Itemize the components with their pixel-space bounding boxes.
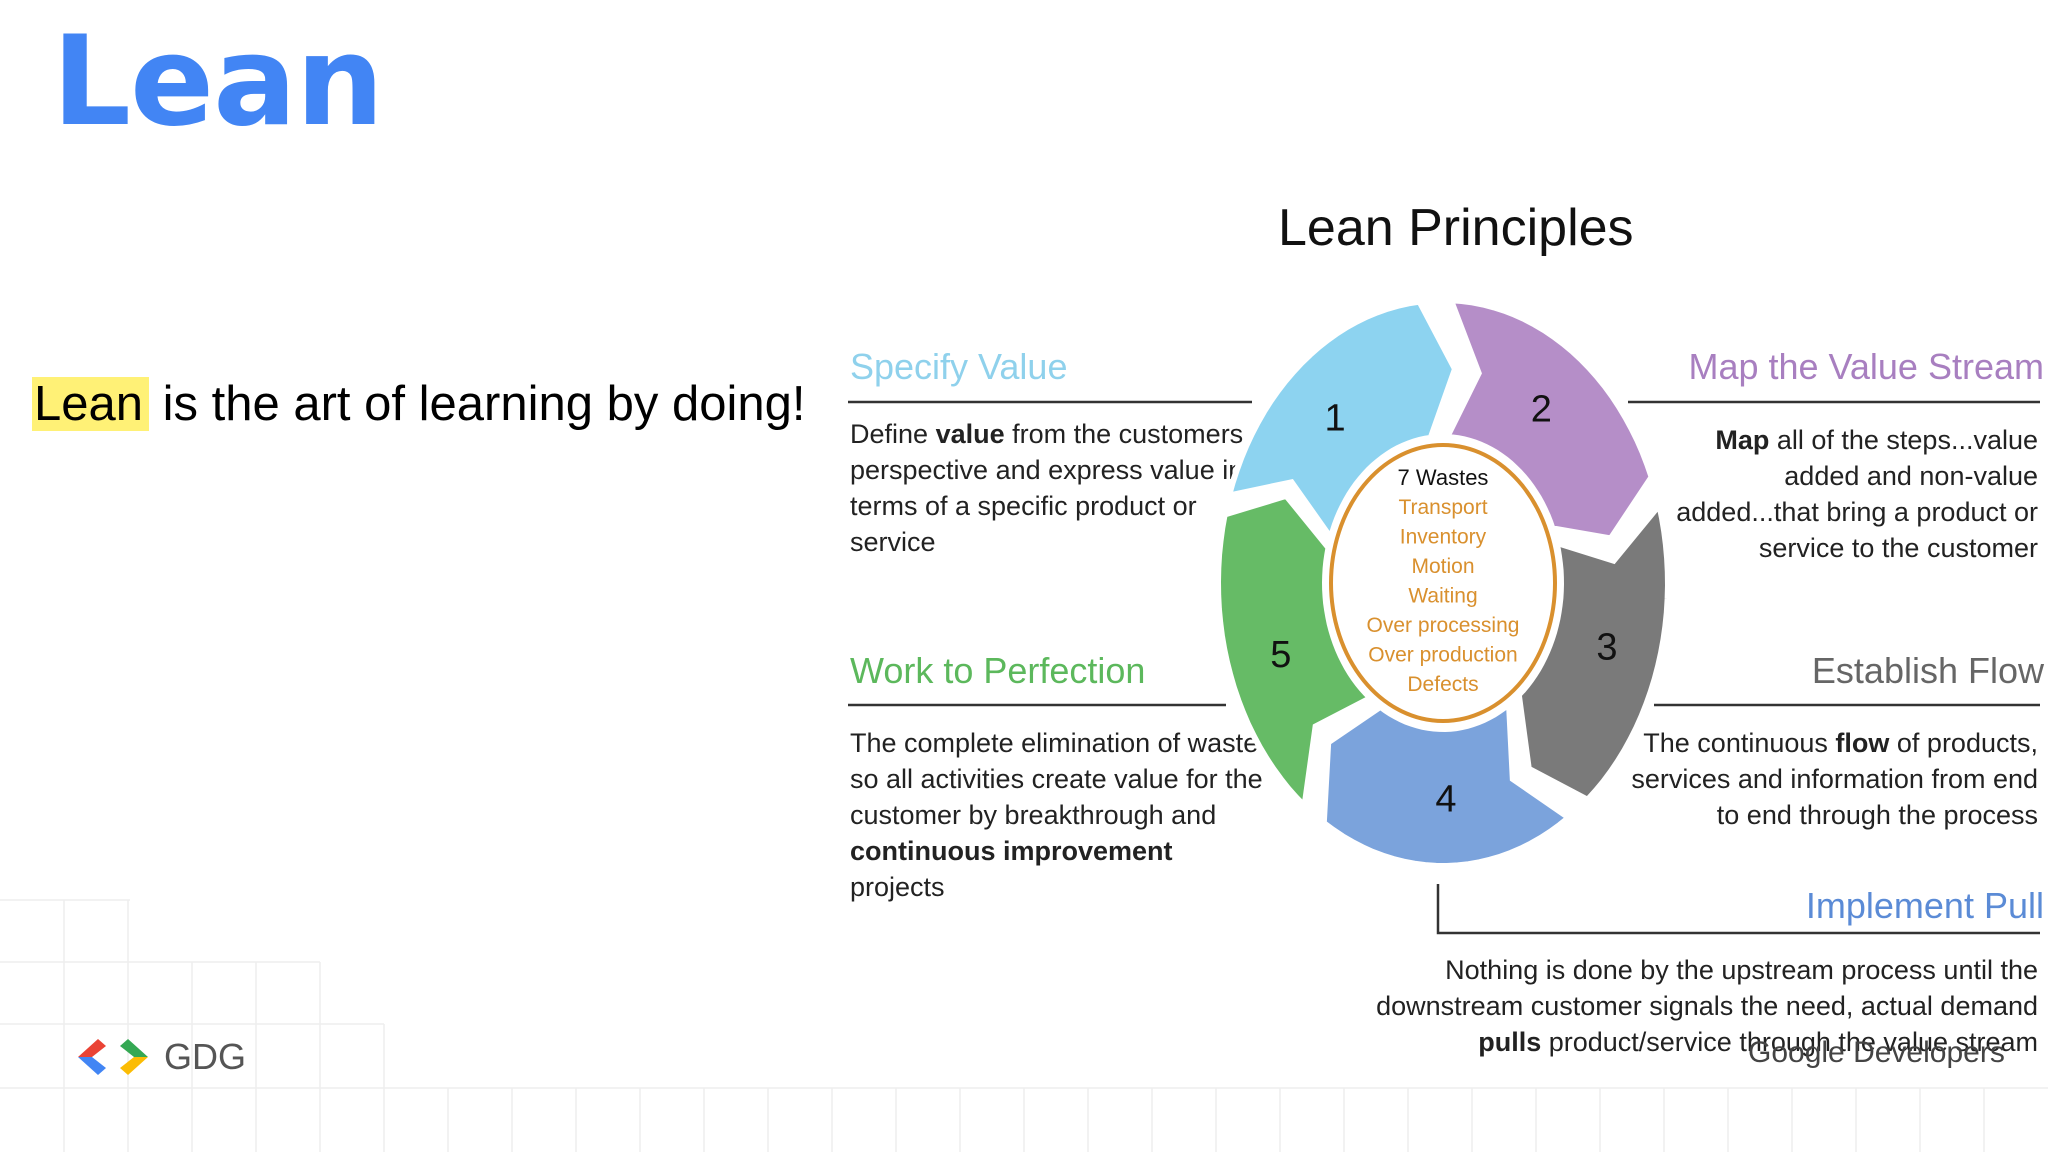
waste-item: Over processing <box>1367 614 1520 637</box>
wheel-segment-3 <box>1515 498 1672 804</box>
desc-run: Define <box>850 419 936 449</box>
wastes-ring <box>1329 443 1557 723</box>
wheel-segment-number: 5 <box>1270 634 1291 676</box>
desc-line: terms of a specific product or <box>850 488 1243 524</box>
wheel-segment-2 <box>1442 296 1655 542</box>
desc-bold-run: continuous improvement <box>850 836 1173 866</box>
waste-item: Transport <box>1398 496 1487 519</box>
wheel-segment-4 <box>1320 698 1574 870</box>
desc-line: to end through the process <box>1631 797 2038 833</box>
connector-pull <box>1436 884 2040 935</box>
desc-line: pulls product/service through the value … <box>1376 1024 2038 1060</box>
desc-line: services and information from end <box>1631 761 2038 797</box>
waste-item: Waiting <box>1408 585 1477 608</box>
desc-run: service to the customer <box>1758 533 2038 563</box>
waste-item: Defects <box>1407 673 1478 696</box>
desc-bold-run: flow <box>1835 728 1890 758</box>
slide-title: Lean <box>52 10 384 154</box>
principle-title-pull: Implement Pull <box>1805 885 2044 926</box>
wheel-segment-1 <box>1224 298 1459 545</box>
desc-line: customer by breakthrough and <box>850 797 1263 833</box>
wastes-heading: 7 Wastes <box>1398 465 1489 490</box>
desc-line: Map all of the steps...value <box>1676 422 2038 458</box>
principle-title-specify: Specify Value <box>850 346 1068 387</box>
desc-line: downstream customer signals the need, ac… <box>1376 988 2038 1024</box>
desc-bold-run: value <box>935 419 1005 449</box>
desc-run: service <box>850 527 936 557</box>
desc-bold-run: pulls <box>1478 1027 1542 1057</box>
desc-run: The continuous <box>1643 728 1836 758</box>
wheel-segment-5 <box>1214 492 1376 813</box>
desc-run: so all activities create value for the <box>850 764 1263 794</box>
desc-run: from the customers <box>1004 419 1244 449</box>
waste-item: Over production <box>1368 644 1517 667</box>
desc-run: all of the steps...value <box>1769 425 2038 455</box>
desc-run: added and non-value <box>1784 461 2038 491</box>
desc-run: projects <box>850 872 945 902</box>
principle-title-work: Work to Perfection <box>850 650 1146 691</box>
desc-run: added...that bring a product or <box>1676 497 2038 527</box>
tagline-highlight: Lean <box>32 377 150 431</box>
tagline: Lean is the art of learning by doing! <box>32 376 805 432</box>
gdg-chevrons-icon <box>78 1039 148 1075</box>
tagline-text: is the art of learning by doing! <box>149 377 806 431</box>
desc-bold-run: Map <box>1715 425 1770 455</box>
desc-line: Define value from the customers <box>850 416 1243 452</box>
desc-run: perspective and express value in <box>850 455 1244 485</box>
principle-desc-flow: The continuous flow of products,services… <box>1631 725 2038 833</box>
desc-run: services and information from end <box>1631 764 2038 794</box>
lean-cycle-wheel: 1 2 3 4 5 7 WastesTransportInventoryMotionWai… <box>1214 296 1672 870</box>
desc-line: service to the customer <box>1676 530 2038 566</box>
desc-line: Nothing is done by the upstream process … <box>1376 952 2038 988</box>
desc-line: added and non-value <box>1676 458 2038 494</box>
google-developers-brand: Google Developers <box>1748 1036 2005 1069</box>
desc-line: projects <box>850 869 1263 905</box>
principle-title-flow: Establish Flow <box>1811 650 2044 691</box>
desc-line: The continuous flow of products, <box>1631 725 2038 761</box>
desc-run: terms of a specific product or <box>850 491 1197 521</box>
diagram-title: Lean Principles <box>1278 199 1634 257</box>
gdg-logo-text: GDG <box>164 1036 247 1077</box>
waste-item: Motion <box>1411 555 1474 578</box>
principle-desc-pull: Nothing is done by the upstream process … <box>1376 952 2038 1060</box>
desc-run: The complete elimination of waste <box>850 728 1259 758</box>
wheel-segment-number: 2 <box>1531 388 1552 430</box>
principle-desc-work: The complete elimination of waste so all … <box>850 725 1263 905</box>
principle-title-map: Map the Value Stream <box>1688 346 2044 387</box>
desc-run: product/service through the value stream <box>1541 1027 2038 1057</box>
wheel-segment-number: 1 <box>1325 397 1346 439</box>
desc-run: downstream customer signals the need, ac… <box>1376 991 2038 1021</box>
desc-line: so all activities create value for the <box>850 761 1263 797</box>
desc-line: added...that bring a product or <box>1676 494 2038 530</box>
wheel-segment-number: 4 <box>1435 778 1456 820</box>
desc-run: customer by breakthrough and <box>850 800 1217 830</box>
desc-run: to end through the process <box>1716 800 2038 830</box>
gdg-logo: GDG <box>76 1036 246 1078</box>
desc-line: perspective and express value in <box>850 452 1243 488</box>
wheel-segment-number: 3 <box>1596 627 1617 669</box>
desc-line: service <box>850 524 1243 560</box>
waste-item: Inventory <box>1400 526 1487 549</box>
desc-line: The complete elimination of waste <box>850 725 1263 761</box>
desc-line: continuous improvement <box>850 833 1263 869</box>
desc-run: Nothing is done by the upstream process … <box>1445 955 2038 985</box>
lean-principles-diagram: Lean Principles Specify Value Define val… <box>828 170 2048 1070</box>
connector-lines <box>848 400 2040 935</box>
desc-run: of products, <box>1889 728 2038 758</box>
